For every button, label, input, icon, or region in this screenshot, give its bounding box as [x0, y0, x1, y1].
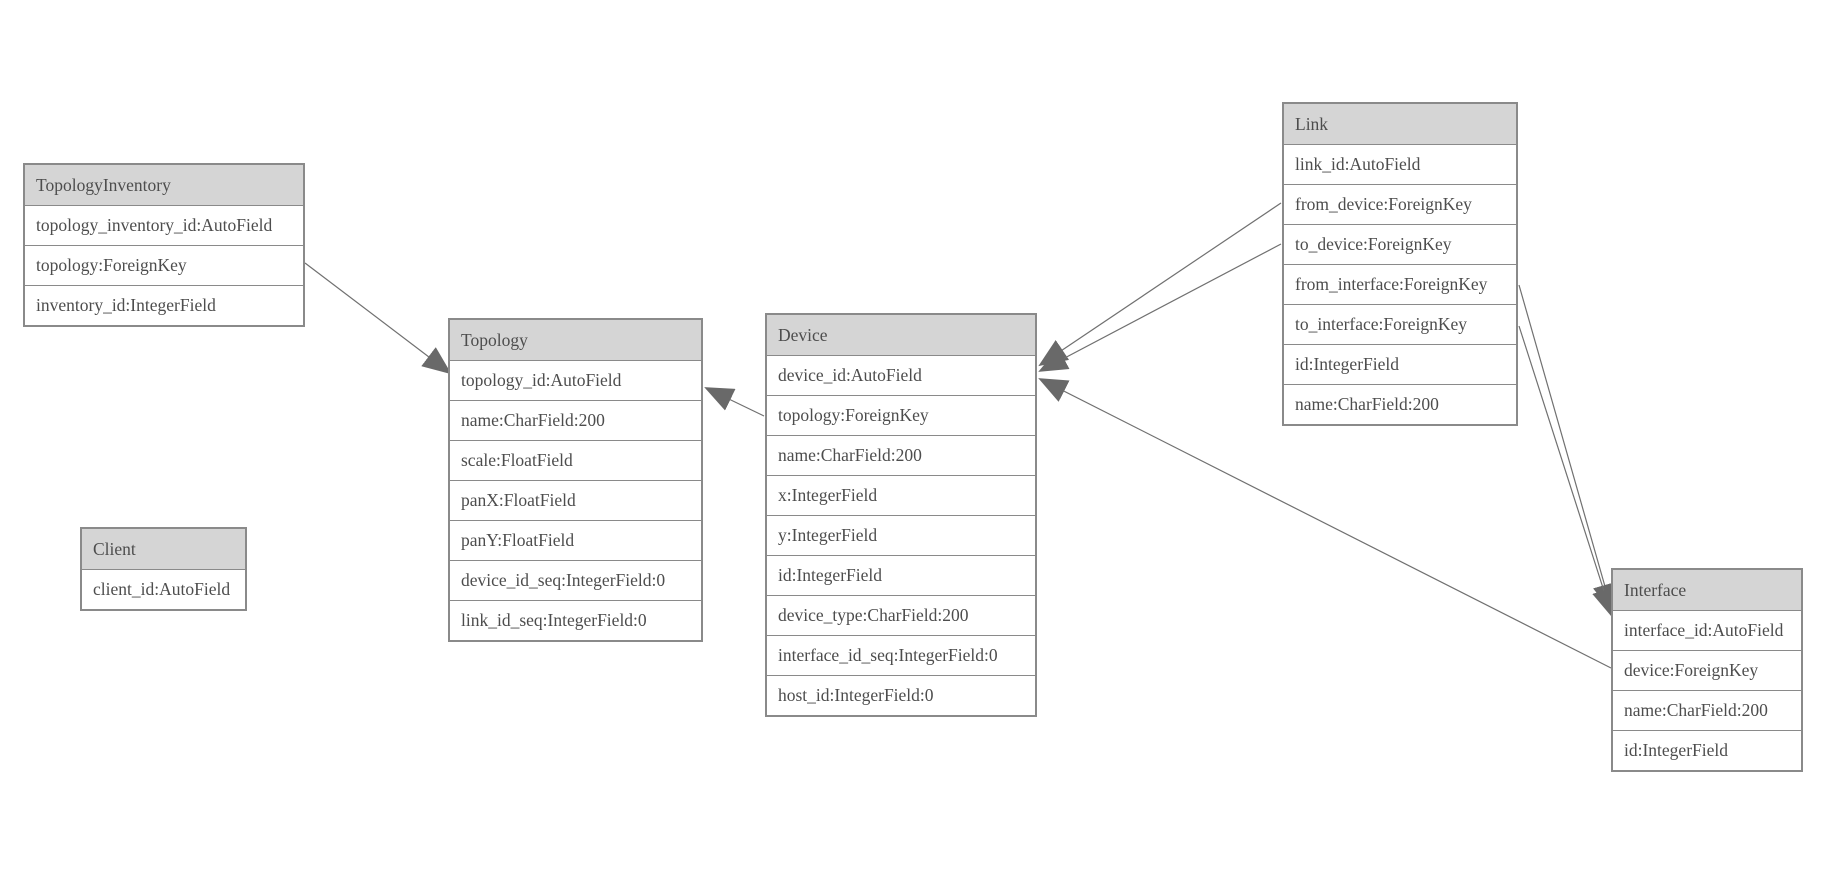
table-field-row: name:CharField:200: [1613, 690, 1801, 730]
table-field-row: from_interface:ForeignKey: [1284, 264, 1516, 304]
table-field-row: id:IntegerField: [1613, 730, 1801, 770]
table-title-device: Device: [767, 315, 1035, 355]
table-title-topology-inventory: TopologyInventory: [25, 165, 303, 205]
table-field-row: interface_id:AutoField: [1613, 610, 1801, 650]
table-field-row: host_id:IntegerField:0: [767, 675, 1035, 715]
table-field-row: topology:ForeignKey: [25, 245, 303, 285]
table-field-row: x:IntegerField: [767, 475, 1035, 515]
table-title-link: Link: [1284, 104, 1516, 144]
table-field-row: id:IntegerField: [1284, 344, 1516, 384]
relation-link-from_interface-interface: [1518, 284, 1617, 613]
table-field-row: inventory_id:IntegerField: [25, 285, 303, 325]
table-title-client: Client: [82, 529, 245, 569]
table-field-row: scale:FloatField: [450, 440, 701, 480]
table-field-row: device_id:AutoField: [767, 355, 1035, 395]
relation-device-topology: [704, 387, 765, 417]
table-field-row: name:CharField:200: [767, 435, 1035, 475]
table-field-row: device_type:CharField:200: [767, 595, 1035, 635]
table-field-row: to_interface:ForeignKey: [1284, 304, 1516, 344]
table-field-row: name:CharField:200: [450, 400, 701, 440]
table-field-row: device:ForeignKey: [1613, 650, 1801, 690]
table-field-row: link_id_seq:IntegerField:0: [450, 600, 701, 640]
relation-topologyinventory-topology: [304, 262, 452, 375]
relation-link-from_device-device: [1038, 202, 1282, 367]
table-field-row: panY:FloatField: [450, 520, 701, 560]
relation-link-to_interface-interface: [1518, 325, 1616, 618]
table-field-row: id:IntegerField: [767, 555, 1035, 595]
table-field-row: panX:FloatField: [450, 480, 701, 520]
table-field-row: client_id:AutoField: [82, 569, 245, 609]
table-field-row: link_id:AutoField: [1284, 144, 1516, 184]
table-field-row: interface_id_seq:IntegerField:0: [767, 635, 1035, 675]
table-title-topology: Topology: [450, 320, 701, 360]
table-field-row: device_id_seq:IntegerField:0: [450, 560, 701, 600]
table-field-row: y:IntegerField: [767, 515, 1035, 555]
table-field-row: topology_id:AutoField: [450, 360, 701, 400]
table-title-interface: Interface: [1613, 570, 1801, 610]
table-field-row: to_device:ForeignKey: [1284, 224, 1516, 264]
table-field-row: name:CharField:200: [1284, 384, 1516, 424]
relation-link-to_device-device: [1038, 243, 1282, 372]
table-field-row: topology:ForeignKey: [767, 395, 1035, 435]
table-field-row: from_device:ForeignKey: [1284, 184, 1516, 224]
table-field-row: topology_inventory_id:AutoField: [25, 205, 303, 245]
